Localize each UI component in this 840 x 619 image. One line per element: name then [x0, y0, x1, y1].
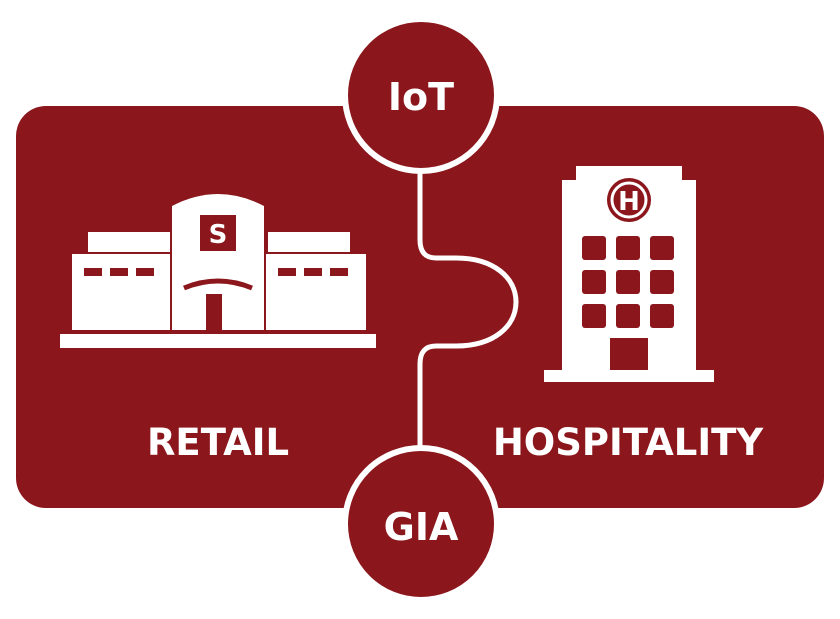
- hotel-sign-letter: H: [618, 187, 640, 217]
- store-sign-letter: S: [209, 220, 228, 250]
- hotel-sign-ring: [610, 181, 648, 219]
- right-label: HOSPITALITY: [492, 421, 764, 464]
- top-connector-circle: [342, 16, 500, 174]
- bottom-label: GIA: [383, 505, 459, 549]
- store-icon: [60, 194, 376, 348]
- bottom-connector-circle: [342, 445, 500, 603]
- left-label: RETAIL: [146, 421, 290, 464]
- store-details: [84, 215, 348, 334]
- top-label: IoT: [387, 75, 455, 119]
- puzzle-seam: [417, 162, 519, 463]
